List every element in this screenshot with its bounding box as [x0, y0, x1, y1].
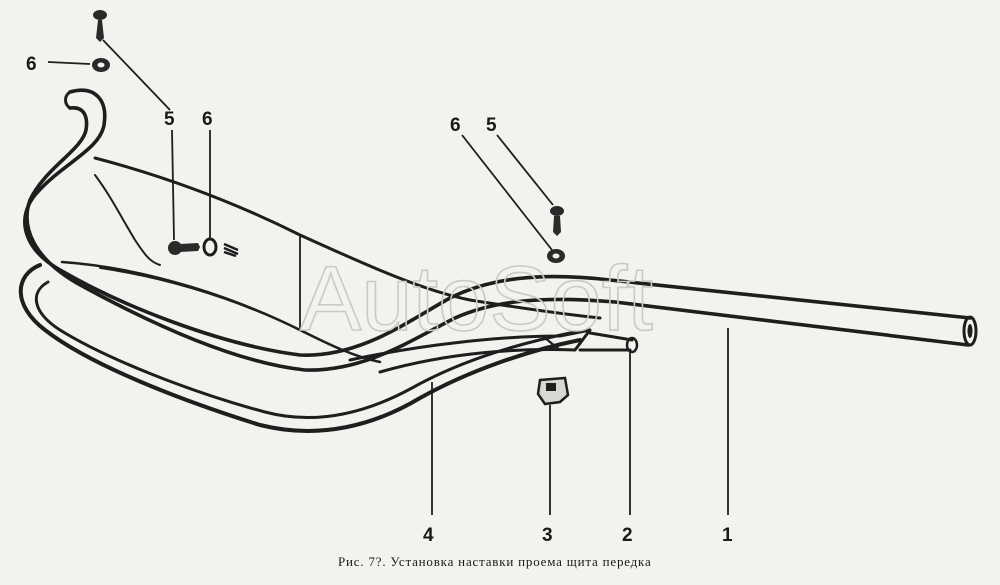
callout-5-right: 5: [486, 115, 497, 136]
screw-5-top-left: [93, 10, 107, 42]
callout-3: 3: [542, 525, 553, 546]
washer-6-top-left: [92, 58, 110, 72]
callout-6-left-top: 6: [26, 54, 37, 75]
figure-caption: Рис. 7?. Установка наставки проема щита …: [338, 554, 652, 569]
part-3-clip: [536, 376, 570, 406]
callout-6-left-bottom: 6: [202, 109, 213, 130]
part-4-lower-panel: [18, 156, 602, 433]
leader-lines: [47, 39, 729, 515]
callout-1: 1: [722, 525, 733, 546]
screw-5-right: [550, 206, 564, 236]
screw-5-inner: [168, 241, 200, 255]
callout-5-left: 5: [164, 109, 175, 130]
callout-6-right: 6: [450, 115, 461, 136]
washer-6-right: [547, 249, 565, 263]
callout-4: 4: [423, 525, 434, 546]
part-2-rod: [578, 331, 639, 354]
watermark-text: AutoSoft: [300, 248, 653, 350]
spring-nut-inner: [223, 242, 239, 258]
part-1-tube-rail: [23, 88, 978, 372]
washer-6-inner: [202, 237, 218, 257]
callout-2: 2: [622, 525, 633, 546]
